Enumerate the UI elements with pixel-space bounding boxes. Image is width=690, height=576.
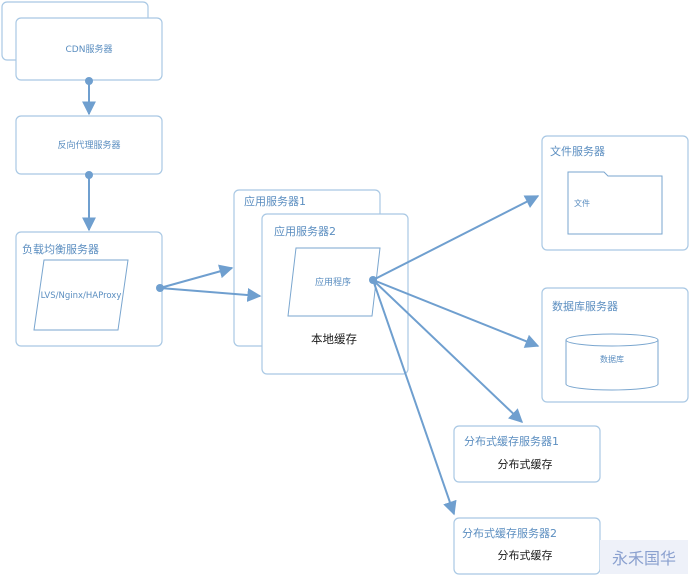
dot-proxy-bottom	[85, 171, 93, 179]
app-server-2-node: 应用服务器2 应用程序 本地缓存	[261, 213, 409, 375]
file-server-label: 文件服务器	[550, 144, 605, 158]
app-program-shape	[287, 247, 381, 317]
dot-app-program	[369, 276, 377, 284]
dist-cache-server-1-box	[453, 425, 601, 483]
app-program-label: 应用程序	[315, 276, 351, 288]
watermark-stamp: 永禾国华	[600, 540, 688, 574]
db-server-label: 数据库服务器	[552, 299, 618, 313]
dist-cache-server-1-node: 分布式缓存服务器1 分布式缓存	[453, 425, 601, 483]
edge-lb-to-app1	[159, 264, 234, 289]
watermark-background	[600, 540, 688, 574]
cdn-server-node: CDN服务器	[1, 1, 163, 81]
dist-cache-1-label: 分布式缓存	[498, 457, 553, 471]
lb-software-shape	[33, 259, 129, 331]
local-cache-label: 本地缓存	[311, 332, 357, 346]
edge-lb-to-app2	[159, 287, 262, 302]
cdn-server-label: CDN服务器	[66, 43, 113, 55]
lb-software-label: LVS/Nginx/HAProxy	[41, 291, 122, 301]
dist-cache-server-1-label: 分布式缓存服务器1	[464, 434, 559, 448]
dist-cache-server-2-node: 分布式缓存服务器2 分布式缓存	[453, 517, 601, 575]
file-server-node: 文件服务器 文件	[541, 135, 689, 251]
dot-cdn-bottom	[85, 77, 93, 85]
file-label: 文件	[574, 198, 590, 208]
dist-cache-2-label: 分布式缓存	[498, 548, 553, 562]
app-server-2-label: 应用服务器2	[274, 224, 336, 238]
edge-app-to-db	[372, 279, 540, 348]
dot-lb-right	[156, 284, 164, 292]
reverse-proxy-label: 反向代理服务器	[57, 139, 120, 151]
db-server-node: 数据库服务器 数据库	[541, 287, 689, 403]
load-balancer-label: 负载均衡服务器	[22, 242, 99, 256]
database-icon	[565, 333, 659, 391]
app-server-1-label: 应用服务器1	[244, 194, 306, 208]
db-label: 数据库	[600, 354, 624, 364]
connectors	[82, 80, 540, 516]
watermark-text: 永禾国华	[612, 549, 676, 568]
edge-app-to-cache2	[372, 279, 457, 516]
connection-dots	[85, 77, 377, 292]
load-balancer-node: 负载均衡服务器 LVS/Nginx/HAProxy	[15, 231, 163, 347]
folder-icon	[567, 171, 663, 235]
edge-app-to-file	[372, 195, 540, 281]
dist-cache-server-2-label: 分布式缓存服务器2	[462, 526, 557, 540]
edge-app-to-cache1	[372, 279, 524, 423]
reverse-proxy-node: 反向代理服务器	[15, 115, 163, 175]
